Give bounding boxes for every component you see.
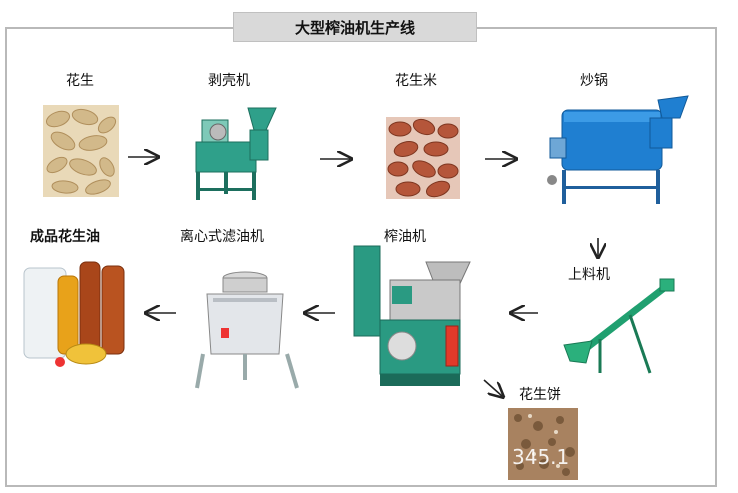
label-conveyor: 上料机 xyxy=(568,267,610,283)
peanut-cake-image xyxy=(508,408,578,480)
final-oil-product-image xyxy=(23,261,125,367)
watermark-text: 345.1 xyxy=(512,445,570,469)
label-filter: 离心式滤油机 xyxy=(180,229,264,245)
oil-filter-image xyxy=(195,271,299,389)
label-roaster: 炒锅 xyxy=(580,73,608,89)
roaster-machine-image xyxy=(547,95,689,204)
label-cake: 花生饼 xyxy=(519,387,561,403)
kernel-image xyxy=(386,117,460,199)
label-peanut: 花生 xyxy=(66,73,94,89)
label-sheller: 剥壳机 xyxy=(208,73,250,89)
conveyor-image xyxy=(563,278,675,374)
label-kernel: 花生米 xyxy=(395,73,437,89)
diagram-title: 大型榨油机生产线 xyxy=(233,12,477,42)
arrow-press-to-cake xyxy=(483,379,502,396)
label-press: 榨油机 xyxy=(384,229,426,245)
label-product: 成品花生油 xyxy=(30,229,100,245)
peanut-image xyxy=(43,105,119,197)
sheller-machine-image xyxy=(195,107,277,200)
oil-press-image xyxy=(353,245,471,386)
